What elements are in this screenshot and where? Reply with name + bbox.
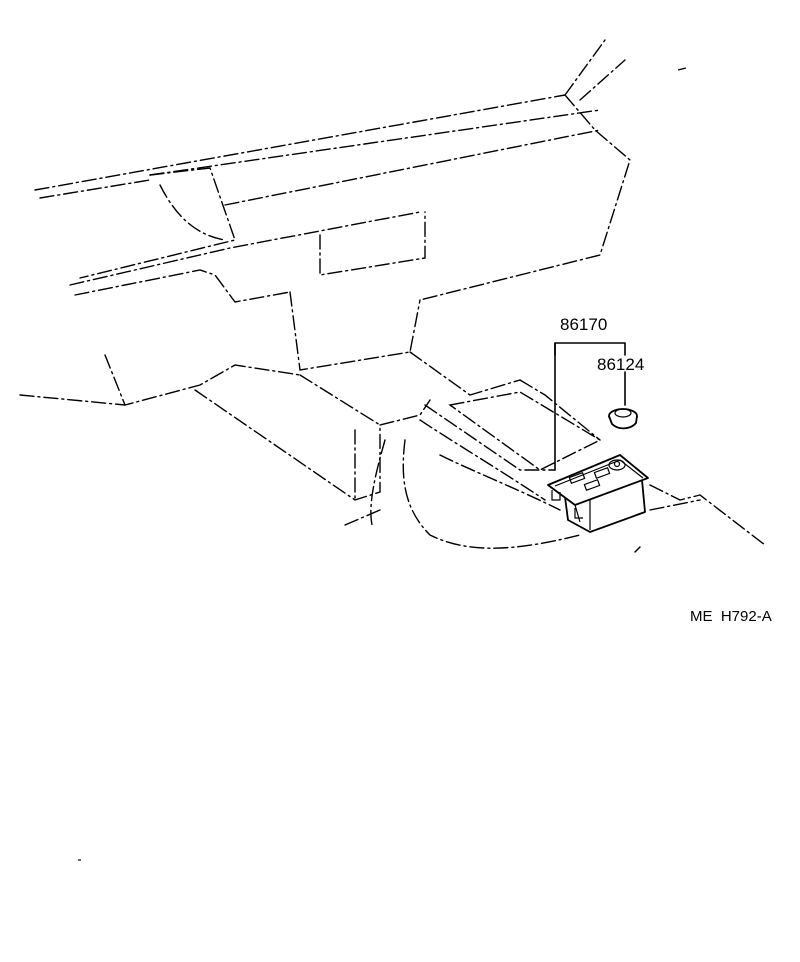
knob-part [608, 408, 638, 430]
figure-code: ME H792-A [690, 608, 772, 625]
scan-specks [78, 67, 687, 861]
part-number-86170: 86170 [560, 315, 607, 334]
dashboard-outline [19, 39, 631, 406]
part-number-86124: 86124 [597, 355, 644, 374]
leader-lines [554, 342, 626, 471]
switch-assembly [547, 454, 649, 533]
console-outline [194, 351, 766, 553]
